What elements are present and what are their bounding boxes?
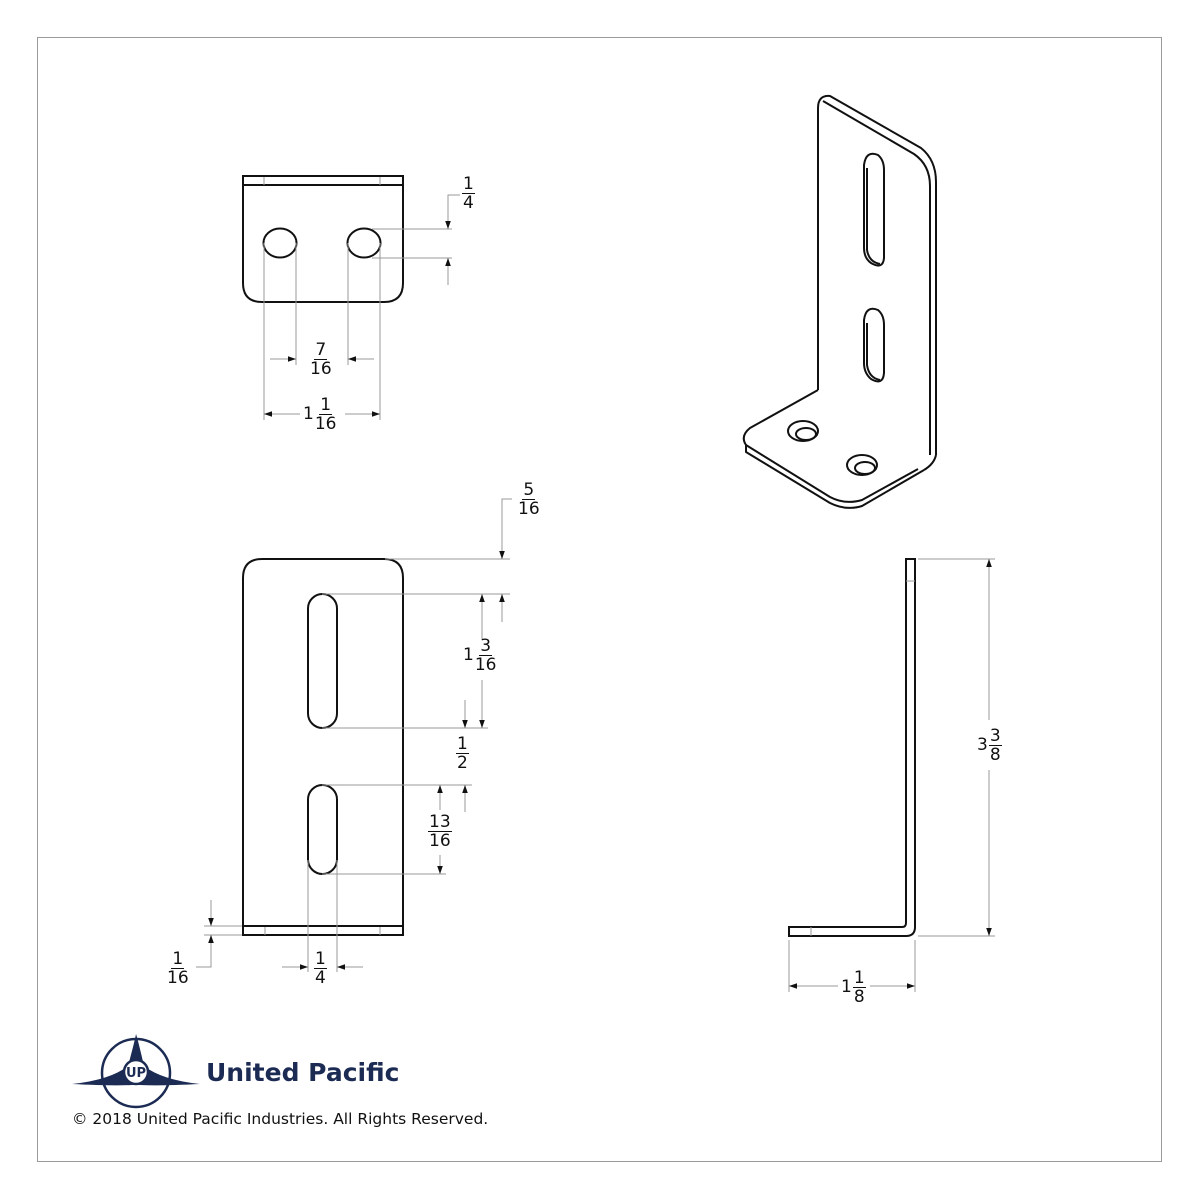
svg-text:UP: UP <box>126 1066 146 1081</box>
top-view <box>242 175 404 303</box>
isometric-view <box>742 94 937 509</box>
drawing-frame <box>37 37 1162 1162</box>
brand-name: United Pacific <box>206 1058 400 1087</box>
front-view <box>242 558 404 936</box>
copyright-notice: © 2018 United Pacific Industries. All Ri… <box>72 1110 489 1128</box>
united-pacific-logo-icon: UP <box>72 1034 200 1109</box>
side-view <box>788 558 916 937</box>
